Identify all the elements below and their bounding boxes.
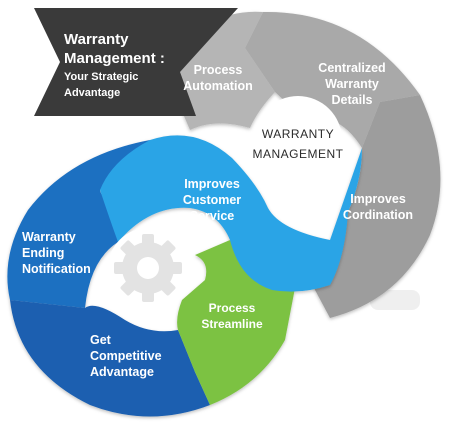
- title-line1: Warranty: [64, 31, 129, 48]
- label-customer-2: Customer: [183, 193, 241, 207]
- label-customer-1: Improves: [184, 177, 240, 191]
- label-process-automation: Process Automation: [183, 63, 252, 93]
- title-banner: Warranty Management : Your Strategic Adv…: [34, 8, 238, 116]
- label-process-automation-2: Automation: [183, 79, 252, 93]
- label-streamline-2: Streamline: [201, 317, 263, 331]
- label-warranty-ending: Warranty Ending Notification: [22, 230, 91, 276]
- label-get-competitive: Get Competitive Advantage: [90, 333, 162, 379]
- label-ending-1: Warranty: [22, 230, 76, 244]
- label-coordination-2: Cordination: [343, 208, 413, 222]
- segment-improves-customer-service: [100, 135, 362, 292]
- hub-line2: MANAGEMENT: [252, 147, 343, 161]
- label-centralized-2: Warranty: [325, 77, 379, 91]
- lower-blue-ring: [7, 135, 362, 417]
- segment-centralized-details: [245, 11, 420, 148]
- label-coordination-1: Improves: [350, 192, 406, 206]
- label-improves-customer-service: Improves Customer Service: [183, 177, 241, 223]
- label-improves-coordination: Improves Cordination: [343, 192, 413, 222]
- label-streamline-1: Process: [209, 301, 256, 315]
- label-competitive-2: Competitive: [90, 349, 162, 363]
- title-line3: Your Strategic: [64, 71, 138, 83]
- segment-get-competitive: [10, 300, 210, 417]
- gear-icon: [108, 228, 188, 308]
- label-ending-2: Ending: [22, 246, 64, 260]
- label-competitive-3: Advantage: [90, 365, 154, 379]
- label-centralized-details: Centralized Warranty Details: [318, 61, 385, 107]
- hub-line1: WARRANTY: [262, 127, 334, 141]
- label-customer-3: Service: [190, 209, 235, 223]
- title-line2: Management :: [64, 50, 165, 67]
- label-centralized-3: Details: [332, 93, 373, 107]
- segment-warranty-ending: [7, 140, 150, 308]
- label-centralized-1: Centralized: [318, 61, 385, 75]
- label-ending-3: Notification: [22, 262, 91, 276]
- label-competitive-1: Get: [90, 333, 112, 347]
- title-line4: Advantage: [64, 87, 120, 99]
- label-process-streamline: Process Streamline: [201, 301, 263, 331]
- label-process-automation-1: Process: [194, 63, 243, 77]
- hub: WARRANTY MANAGEMENT: [252, 96, 343, 184]
